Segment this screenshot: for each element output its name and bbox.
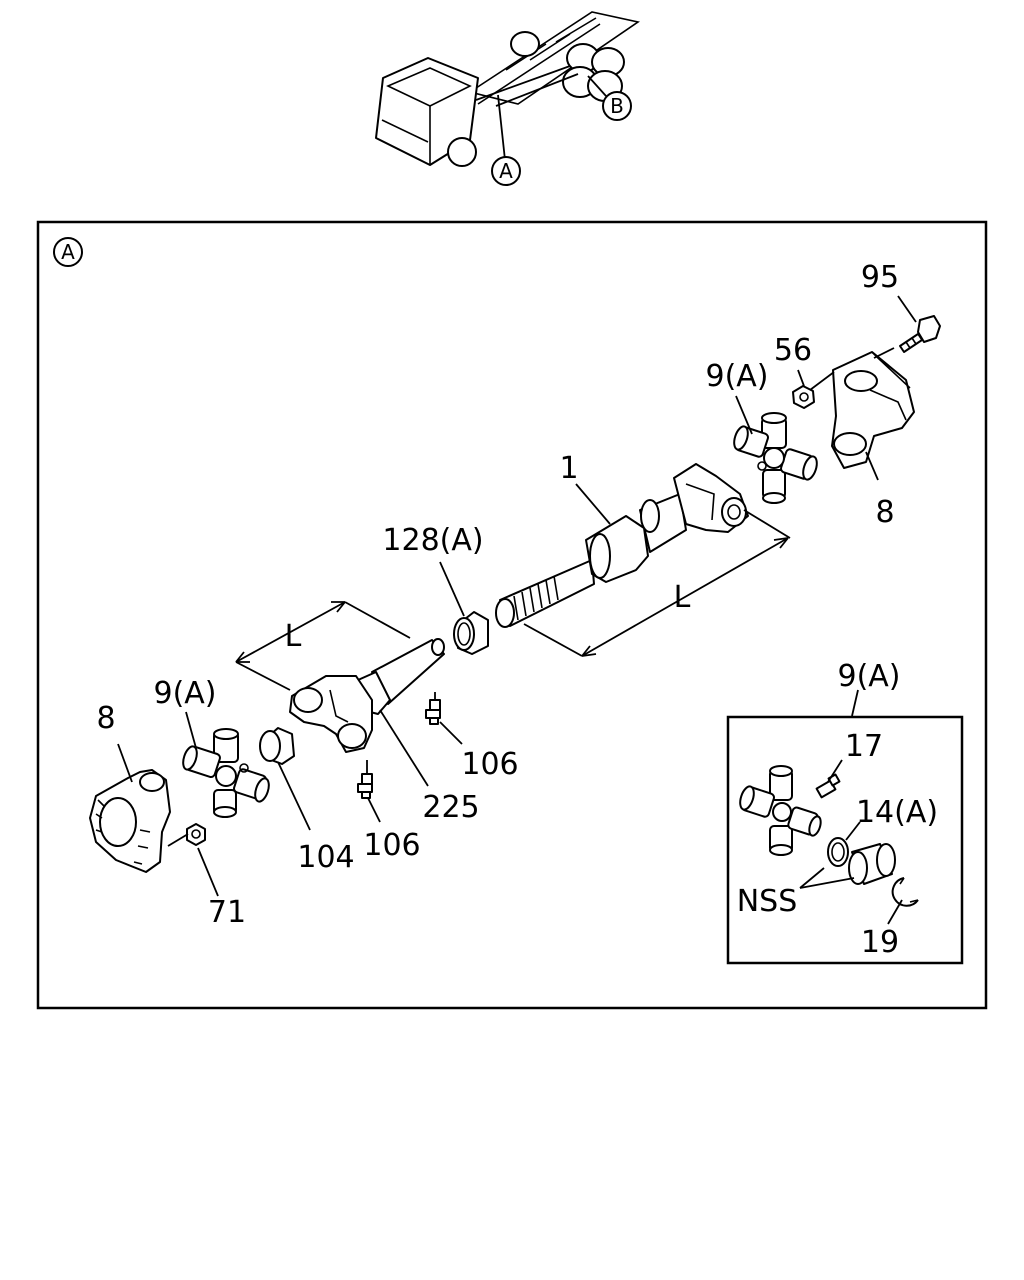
inset-label-nss: NSS: [737, 884, 798, 919]
label-l-right: L: [674, 580, 691, 615]
nut-56: [792, 385, 815, 409]
dimension-l-left: [235, 601, 411, 691]
label-9a-right: 9(A): [705, 359, 768, 394]
inset-snap-ring-19: [891, 877, 919, 907]
dust-cover-128a: [453, 611, 489, 655]
inset-label-17: 17: [845, 729, 883, 764]
inset-frame: [726, 715, 964, 965]
bolt-95: [899, 315, 941, 353]
inset-bearing-cup: [848, 843, 896, 885]
label-1: 1: [559, 451, 578, 486]
inset-label-19: 19: [861, 925, 899, 960]
callout-b-circle: [602, 91, 632, 121]
seal-104: [259, 727, 295, 765]
main-panel-frame: [36, 220, 988, 1010]
callout-b-label: B: [610, 94, 624, 118]
inset-title: 9(A): [837, 659, 900, 694]
truck-overview: A B: [375, 11, 640, 186]
view-marker-label: A: [61, 240, 75, 264]
universal-joint-9a-left: [182, 728, 270, 818]
callout-a-circle: [491, 156, 521, 186]
label-71: 71: [208, 895, 246, 930]
label-106-top: 106: [461, 747, 518, 782]
label-128a: 128(A): [382, 523, 483, 558]
grease-fitting-106-bottom: [357, 760, 373, 799]
main-shaft-1: [495, 463, 749, 628]
label-56: 56: [774, 333, 812, 368]
label-104: 104: [297, 840, 354, 875]
flange-yoke-8-right: [831, 351, 915, 469]
inset-seal-14a: [827, 837, 849, 867]
universal-joint-9a-right: [733, 412, 818, 504]
grease-fitting-106-top: [425, 692, 441, 725]
callout-a-label: A: [499, 159, 513, 183]
flange-yoke-8-left: [89, 769, 171, 873]
dimension-l-right: [523, 509, 791, 657]
label-8-right: 8: [875, 495, 894, 530]
label-95: 95: [861, 260, 899, 295]
inset-label-14a: 14(A): [856, 795, 938, 830]
label-l-left: L: [285, 619, 302, 654]
label-106-bottom: 106: [363, 828, 420, 863]
label-225: 225: [422, 790, 479, 825]
label-8-left: 8: [96, 701, 115, 736]
inset-universal-joint: [739, 765, 822, 856]
nut-71: [186, 823, 206, 846]
view-marker-circle: [53, 237, 83, 267]
label-9a-left: 9(A): [153, 676, 216, 711]
slip-yoke-225: [289, 638, 445, 753]
inset-grease-fitting-17: [815, 773, 841, 799]
